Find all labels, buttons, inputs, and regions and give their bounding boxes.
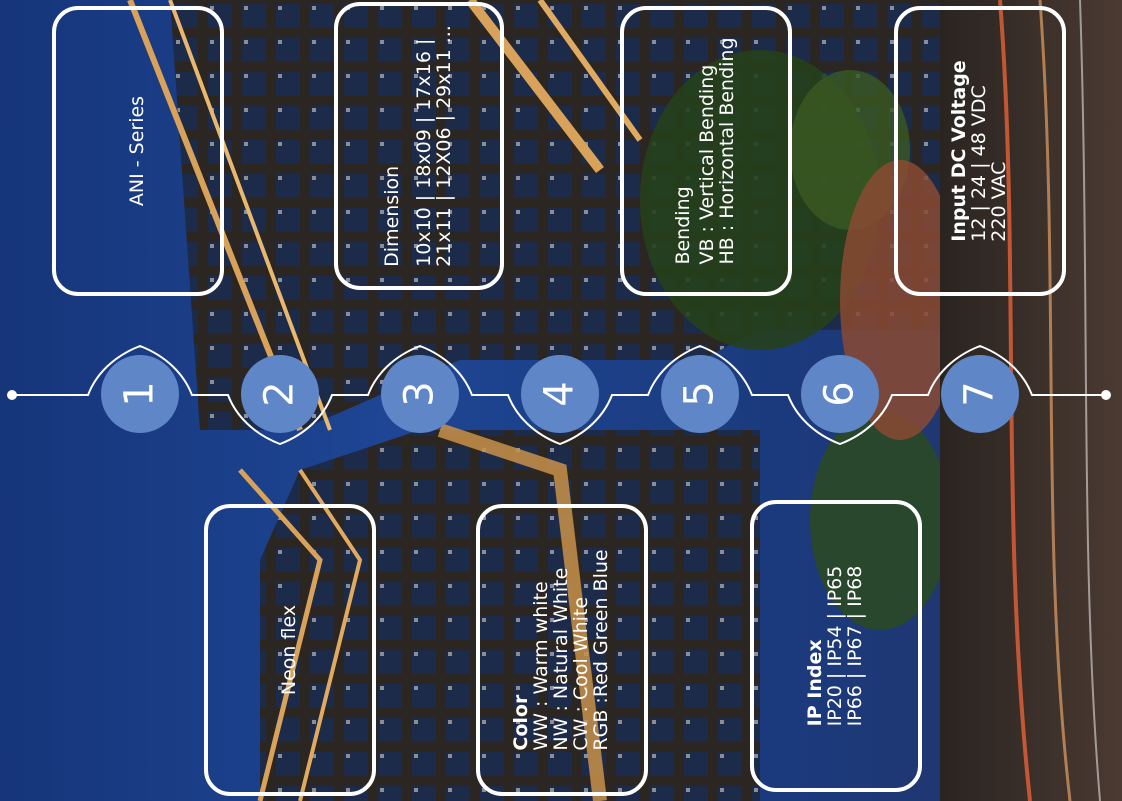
series-label: ANI - Series bbox=[126, 95, 149, 207]
info-box-voltage: Input DC Voltage 12 | 24 | 48 VDC 220 VA… bbox=[894, 6, 1066, 296]
product-type-label: Neon flex bbox=[278, 604, 301, 696]
info-box-product-type: Neon flex bbox=[204, 504, 376, 796]
dimension-text: Dimension 10x10 | 18x09 | 17x16 | 21x11 … bbox=[381, 25, 455, 267]
step-marker-7: 7 bbox=[941, 355, 1019, 433]
voltage-text: Input DC Voltage 12 | 24 | 48 VDC 220 VA… bbox=[948, 60, 1010, 242]
step-marker-1: 1 bbox=[101, 355, 179, 433]
color-line-1: WW : Warm white bbox=[530, 581, 553, 751]
voltage-line-2: 220 VAC bbox=[987, 161, 1010, 242]
info-box-ip-index: IP Index IP20 | IP54 | IP65 IP66 | IP67 … bbox=[750, 500, 922, 792]
voltage-title: Input DC Voltage bbox=[948, 60, 971, 242]
color-title: Color bbox=[510, 694, 533, 751]
color-text: Color WW : Warm white NW : Natural White… bbox=[510, 549, 612, 751]
step-marker-3: 3 bbox=[381, 355, 459, 433]
step-marker-2: 2 bbox=[241, 355, 319, 433]
bending-line-1: VB : Vertical Bending bbox=[696, 64, 719, 265]
ip-index-line-1: IP20 | IP54 | IP65 bbox=[824, 565, 847, 727]
timeline-line bbox=[12, 344, 1106, 446]
bending-title: Bending bbox=[672, 186, 695, 265]
info-box-series: ANI - Series bbox=[52, 6, 224, 296]
color-line-4: RGB :Red Green Blue bbox=[589, 549, 612, 751]
step-marker-6: 6 bbox=[801, 355, 879, 433]
bending-line-2: HB : Horizontal Bending bbox=[715, 37, 738, 265]
ip-index-title: IP Index bbox=[804, 639, 827, 727]
color-line-2: NW : Natural White bbox=[550, 567, 573, 751]
dimension-title: Dimension bbox=[381, 165, 404, 267]
step-marker-5: 5 bbox=[661, 355, 739, 433]
voltage-line-1: 12 | 24 | 48 VDC bbox=[968, 85, 991, 242]
info-box-bending: Bending VB : Vertical Bending HB : Horiz… bbox=[620, 6, 792, 296]
bending-text: Bending VB : Vertical Bending HB : Horiz… bbox=[672, 37, 738, 265]
timeline-start-dot bbox=[7, 390, 17, 400]
ip-index-text: IP Index IP20 | IP54 | IP65 IP66 | IP67 … bbox=[804, 565, 866, 727]
dimension-line-1: 10x10 | 18x09 | 17x16 | bbox=[413, 38, 436, 267]
dimension-line-2: 21x11 | 12X06 | 29x11 ... bbox=[432, 25, 455, 267]
color-line-3: CW : Cool White bbox=[569, 596, 592, 751]
ip-index-line-2: IP66 | IP67 | IP68 bbox=[843, 565, 866, 727]
timeline-end-dot bbox=[1101, 390, 1111, 400]
info-box-color: Color WW : Warm white NW : Natural White… bbox=[476, 504, 648, 796]
step-marker-4: 4 bbox=[521, 355, 599, 433]
info-box-dimension: Dimension 10x10 | 18x09 | 17x16 | 21x11 … bbox=[334, 2, 504, 290]
